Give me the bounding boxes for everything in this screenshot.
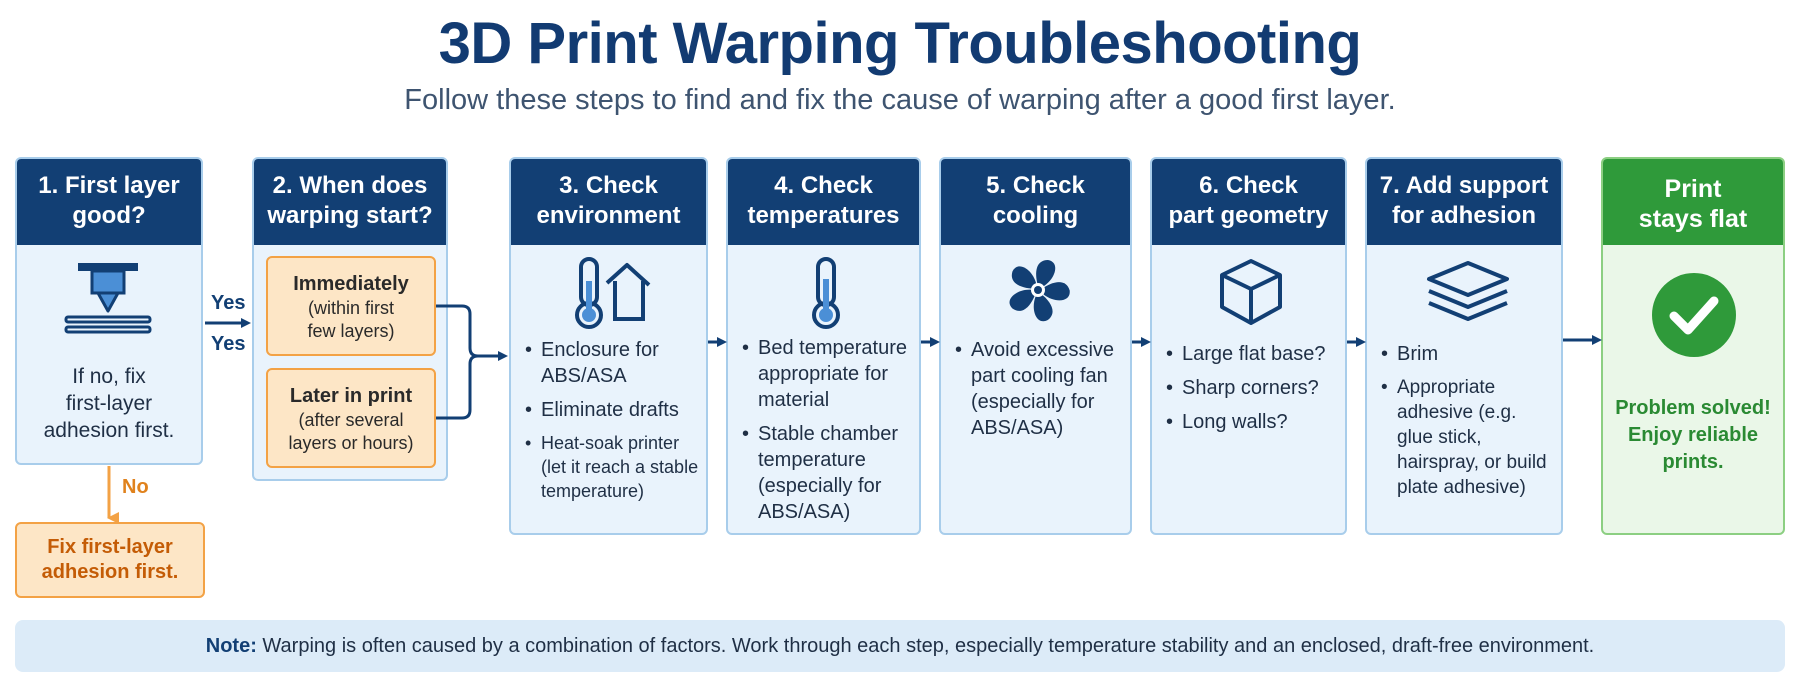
no-label: No [122,476,149,498]
step-3-card: 3. Check environment Enclosure for ABS/A… [509,157,708,535]
page-subtitle: Follow these steps to find and fix the c… [404,84,1396,116]
step-3-title: 3. Check environment [511,159,706,245]
result-text: Problem solved! Enjoy reliable prints. [1615,397,1771,473]
option-later: Later in print (after several layers or … [266,368,436,468]
nozzle-icon [62,261,158,343]
fix-first-layer-box: Fix first-layer adhesion first. [15,522,205,598]
option-later-detail: (after several layers or hours) [288,410,414,453]
option-immediately: Immediately (within first few layers) [266,256,436,356]
layers-icon [1425,259,1511,327]
step-5-card: 5. Check cooling Avoid excessive part co… [939,157,1132,535]
yes-label-b: Yes [211,333,246,355]
step-3-bullet: Enclosure for ABS/ASA [523,337,700,389]
step-6-card: 6. Check part geometry Large flat base? … [1150,157,1347,535]
step-7-bullet: Appropriate adhesive (e.g. glue stick, h… [1379,375,1555,500]
check-circle-icon [1650,271,1738,359]
step-7-title: 7. Add support for adhesion [1367,159,1561,245]
option-immediately-detail: (within first few layers) [307,298,395,341]
step-1-title: 1. First layer good? [17,159,201,245]
result-title: Print stays flat [1603,159,1783,245]
step-5-title: 5. Check cooling [941,159,1130,245]
step-4-bullet: Stable chamber temperature (especially f… [740,421,913,525]
note-banner: Note: Warping is often caused by a combi… [15,620,1785,672]
option-later-label: Later in print [289,385,413,407]
thermometer-icon [808,255,844,331]
step-2-title: 2. When does warping start? [254,159,446,245]
step-6-bullet: Long walls? [1164,409,1339,435]
page-title: 3D Print Warping Troubleshooting [438,11,1362,76]
step-3-bullet: Heat-soak printer (let it reach a stable… [523,431,700,503]
arrow-between-steps [708,335,1602,347]
step-4-card: 4. Check temperatures Bed temperature ap… [726,157,921,535]
step-6-title: 6. Check part geometry [1152,159,1345,245]
step-6-bullet: Sharp corners? [1164,375,1339,401]
step-7-card: 7. Add support for adhesion Brim Appropr… [1365,157,1563,535]
yes-label-a: Yes [211,292,246,314]
fan-icon [1005,257,1071,323]
step-4-title: 4. Check temperatures [728,159,919,245]
arrow-step2-to-step3 [436,304,508,420]
step-6-bullet: Large flat base? [1164,341,1339,367]
step-4-bullet: Bed temperature appropriate for material [740,335,913,413]
step-5-bullet: Avoid excessive part cooling fan (especi… [953,337,1124,441]
step-1-card: 1. First layer good? If no, fix first-la… [15,157,203,465]
note-text: Warping is often caused by a combination… [256,635,1595,657]
note-label: Note: [205,635,257,657]
thermometer-house-icon [569,255,653,331]
option-immediately-label: Immediately [293,273,409,295]
step-1-text: If no, fix first-layer adhesion first. [43,365,175,442]
step-3-bullet: Eliminate drafts [523,397,700,423]
result-card: Print stays flat Problem solved! Enjoy r… [1601,157,1785,535]
cube-icon [1218,257,1284,327]
step-7-bullet: Brim [1379,341,1555,367]
